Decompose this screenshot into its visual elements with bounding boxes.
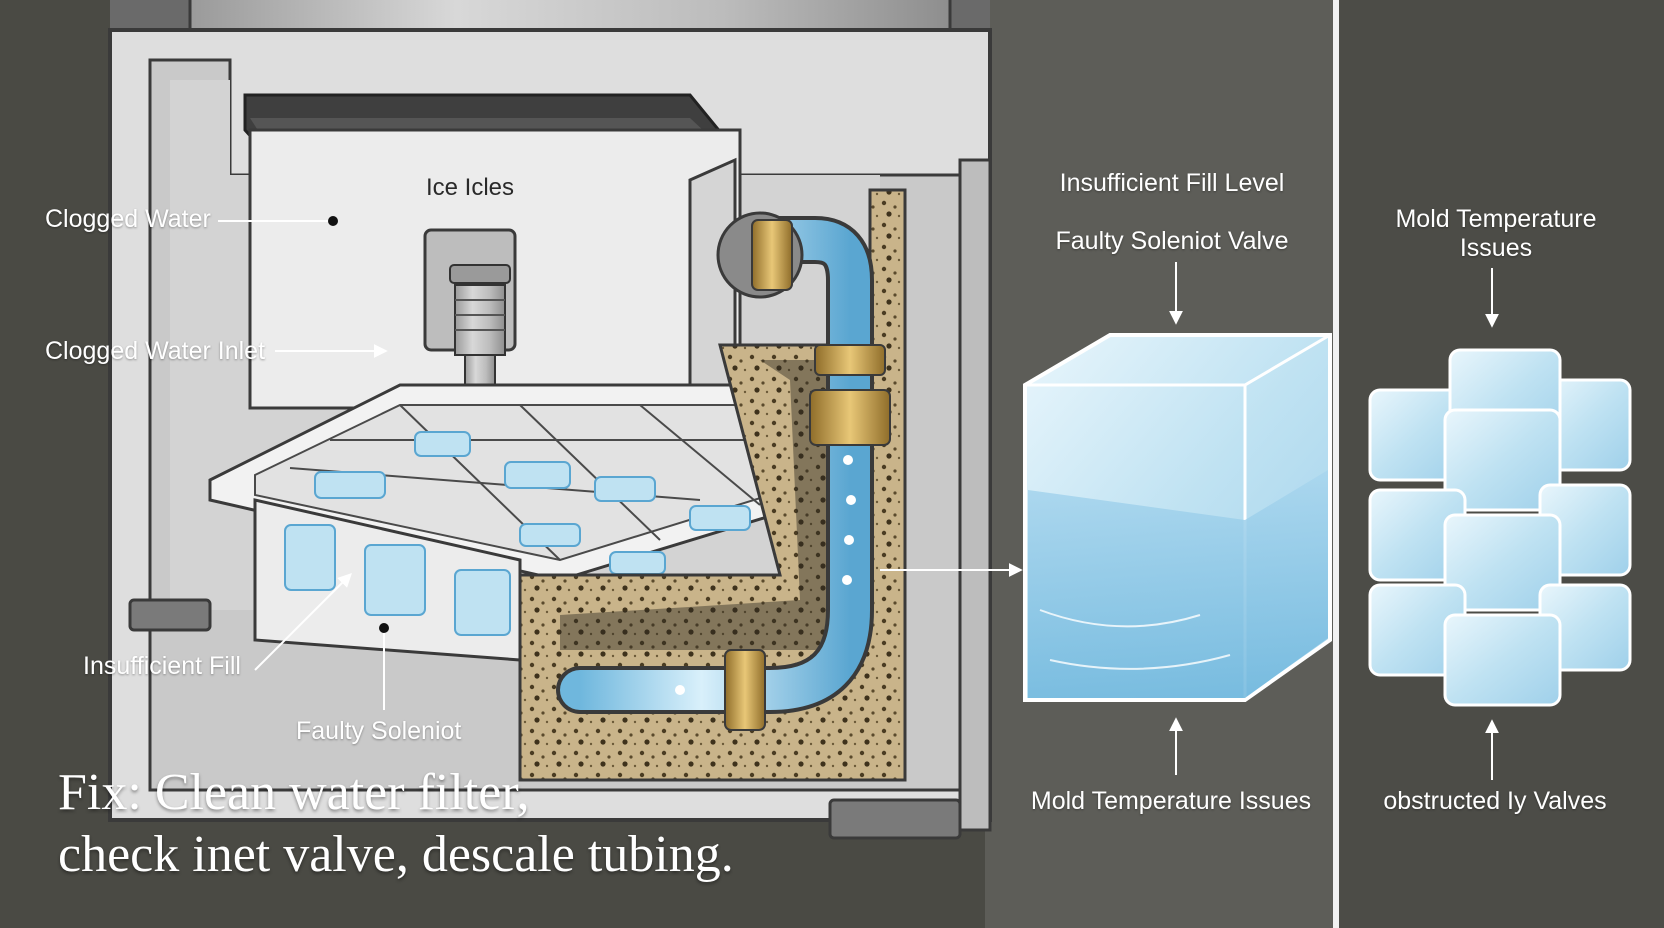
callout-arrows [218, 216, 1499, 780]
middle-top-label-1: Insufficient Fill Level [1059, 169, 1285, 197]
fix-line-2: check inet valve, descale tubing. [58, 826, 734, 883]
arrow-icon [254, 573, 352, 671]
middle-top-label-2: Faulty Soleniot Valve [1055, 227, 1289, 255]
middle-bottom-label: Mold Temperature Issues [1030, 787, 1312, 815]
right-bottom-label: obstructed Ιy Valves [1383, 787, 1607, 815]
callout-insufficient-fill: Insufficient Fill [83, 652, 241, 680]
callout-faulty-soleniot: Faulty Soleniot [296, 717, 462, 745]
tray-ice-cubes [284, 431, 751, 636]
right-top-label-line-2: Issues [1459, 233, 1533, 262]
water-tubing [556, 216, 874, 714]
ice-cube-small [1368, 348, 1632, 707]
right-top-label-line-1: Mold Temperature [1395, 205, 1597, 233]
fix-instructions: Fix: Clean water filter, check inet valv… [58, 762, 734, 886]
callout-clogged-water: Clogged Water [45, 205, 211, 233]
panel-divider [1333, 0, 1339, 928]
right-top-label: Mold Temperature Issues [1395, 205, 1596, 263]
ice-maker-label: Ice Icles [426, 174, 515, 201]
ice-cube-stack-icon [1368, 348, 1632, 707]
brass-fittings [716, 211, 891, 731]
callout-clogged-water-inlet: Clogged Water Inlet [45, 337, 266, 365]
large-ice-cube-icon [1023, 333, 1332, 702]
fix-line-1: Fix: Clean water filter, [58, 764, 530, 821]
